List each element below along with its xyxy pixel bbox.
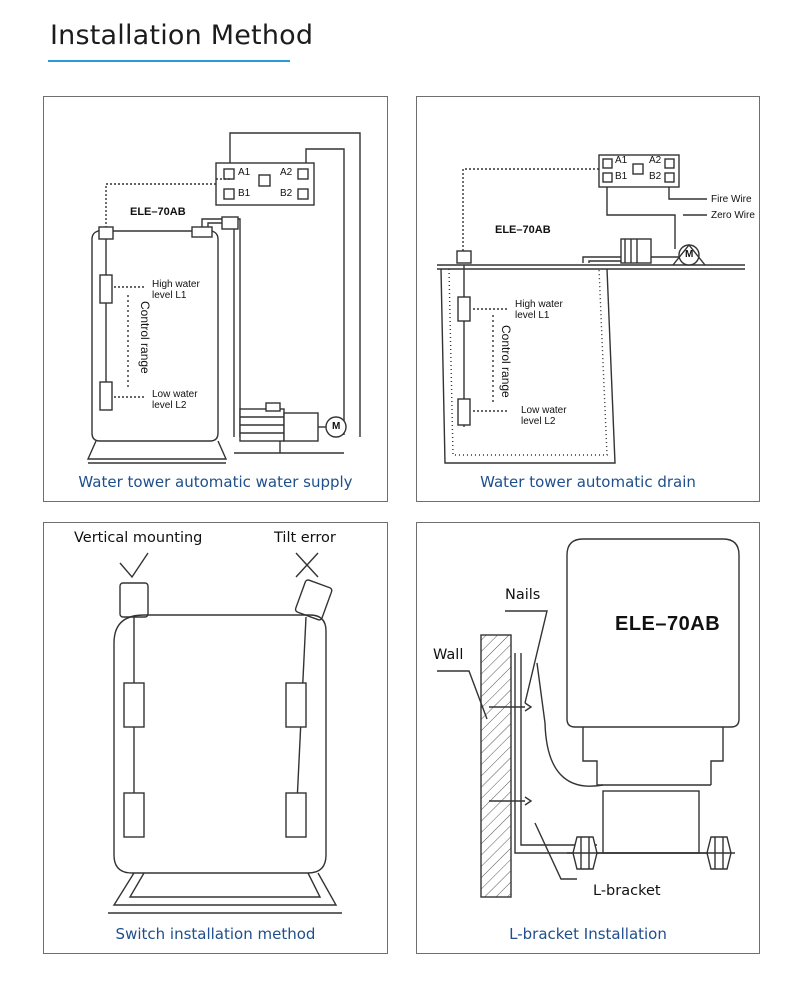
low-level-label-line1: Low water (521, 405, 567, 416)
terminal-b1: B1 (238, 188, 251, 199)
model-label: ELE–70AB (495, 224, 551, 236)
l-bracket-label: L-bracket (593, 883, 661, 899)
title-underline (48, 60, 290, 62)
zero-wire-label: Zero Wire (711, 210, 755, 221)
caption-water-supply: Water tower automatic water supply (78, 473, 353, 491)
panel-switch-installation: Vertical mounting Tilt error Switch inst… (43, 522, 388, 954)
water-supply-diagram (86, 132, 361, 464)
high-level-label-line1: High water (152, 279, 200, 290)
low-level-label-line1: Low water (152, 389, 198, 400)
terminal-a1: A1 (615, 155, 628, 166)
control-range-label: Control range (499, 325, 513, 398)
high-level-label-line2: level L1 (152, 290, 187, 301)
high-level-label-line2: level L1 (515, 310, 550, 321)
wall-label: Wall (433, 647, 464, 663)
panel-l-bracket: Nails Wall L-bracket ELE–70AB L-bracket … (416, 522, 760, 954)
panel-water-drain: A1 A2 B1 B2 Fire Wire Zero Wire ELE–70AB… (416, 96, 760, 502)
terminal-a1: A1 (238, 167, 251, 178)
motor-symbol: M (332, 421, 341, 432)
water-drain-diagram (437, 154, 745, 464)
switch-installation-diagram (108, 552, 342, 914)
fire-wire-label: Fire Wire (711, 194, 752, 205)
caption-l-bracket: L-bracket Installation (509, 925, 667, 943)
terminal-b1: B1 (615, 171, 628, 182)
panel-water-supply: A1 A2 B1 B2 ELE–70AB High water level L1… (43, 96, 388, 502)
device-model-label: ELE–70AB (615, 613, 721, 635)
terminal-a2: A2 (280, 167, 293, 178)
page-title: Installation Method (50, 20, 314, 51)
vertical-mounting-label: Vertical mounting (74, 530, 203, 546)
tilt-error-label: Tilt error (274, 530, 336, 546)
caption-water-drain: Water tower automatic drain (480, 473, 696, 491)
low-level-label-line2: level L2 (521, 416, 556, 427)
terminal-a2: A2 (649, 155, 662, 166)
low-level-label-line2: level L2 (152, 400, 187, 411)
high-level-label-line1: High water (515, 299, 563, 310)
caption-switch-installation: Switch installation method (115, 925, 316, 943)
control-range-label: Control range (138, 301, 152, 374)
terminal-b2: B2 (649, 171, 662, 182)
motor-symbol: M (685, 249, 694, 260)
l-bracket-diagram (437, 538, 740, 898)
nails-label: Nails (505, 587, 541, 603)
model-label: ELE–70AB (130, 206, 186, 218)
terminal-b2: B2 (280, 188, 293, 199)
